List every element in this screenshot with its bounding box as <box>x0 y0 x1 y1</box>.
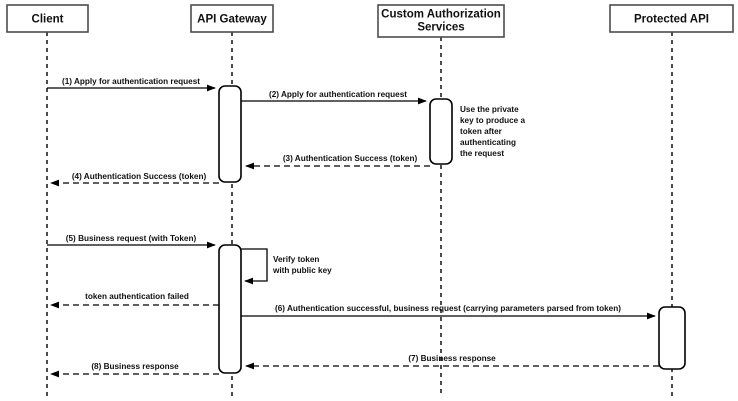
message-1[interactable]: (1) Apply for authentication request <box>47 77 216 92</box>
activation-protected-api[interactable] <box>658 306 686 370</box>
message-7[interactable]: (7) Business response <box>245 354 659 370</box>
message-token-auth-failed-label: token authentication failed <box>85 292 189 301</box>
message-8-label: (8) Business response <box>91 362 179 371</box>
message-3[interactable]: (3) Authentication Success (token) <box>245 154 430 170</box>
message-2-label: (2) Apply for authentication request <box>269 90 407 99</box>
message-self-verify-token[interactable]: Verify token with public key <box>241 248 332 285</box>
message-6[interactable]: (6) Authentication successful, business … <box>241 304 656 320</box>
note-private-key-line-5: the request <box>460 149 504 158</box>
actor-label-protected-api: Protected API <box>634 14 709 26</box>
activation-api-gateway-auth[interactable] <box>218 85 242 183</box>
message-8[interactable]: (8) Business response <box>50 362 219 378</box>
actor-box-api-gateway <box>190 4 274 33</box>
actor-box-protected-api <box>609 4 734 33</box>
actor-header-api-gateway[interactable]: API Gateway <box>190 4 274 33</box>
note-private-key: Use the private key to produce a token a… <box>460 105 526 158</box>
note-private-key-line-2: key to produce a <box>460 116 526 125</box>
actor-header-custom-auth[interactable]: Custom Authorization Services <box>377 4 505 38</box>
message-6-label: (6) Authentication successful, business … <box>275 304 621 313</box>
actor-label-custom-auth-line2: Services <box>417 22 464 34</box>
actor-box-custom-auth <box>377 4 505 38</box>
message-2[interactable]: (2) Apply for authentication request <box>241 90 427 105</box>
message-self-verify-token-arrow <box>241 248 268 285</box>
message-5-label: (5) Business request (with Token) <box>66 234 197 243</box>
message-7-label: (7) Business response <box>408 354 496 363</box>
message-3-label: (3) Authentication Success (token) <box>283 154 418 163</box>
activation-api-gateway-business[interactable] <box>218 244 242 374</box>
actor-header-client[interactable]: Client <box>6 4 89 33</box>
lifelines <box>46 32 673 396</box>
message-self-verify-token-label-line2: with public key <box>272 266 332 275</box>
message-self-verify-token-label-line1: Verify token <box>273 255 319 264</box>
actor-header-protected-api[interactable]: Protected API <box>609 4 734 33</box>
activation-custom-auth[interactable] <box>429 98 453 165</box>
message-4[interactable]: (4) Authentication Success (token) <box>50 172 219 187</box>
actor-label-client: Client <box>32 14 64 26</box>
note-private-key-line-3: token after <box>460 127 503 136</box>
actor-box-client <box>6 4 89 33</box>
message-4-label: (4) Authentication Success (token) <box>72 172 207 181</box>
actor-label-api-gateway: API Gateway <box>197 14 267 26</box>
message-5[interactable]: (5) Business request (with Token) <box>47 234 216 249</box>
message-1-label: (1) Apply for authentication request <box>62 77 200 86</box>
activation-bars <box>218 85 686 374</box>
note-private-key-line-1: Use the private <box>460 105 519 114</box>
actor-label-custom-auth-line1: Custom Authorization <box>381 9 501 21</box>
note-private-key-line-4: authenticating <box>460 138 516 147</box>
message-token-auth-failed[interactable]: token authentication failed <box>50 292 219 309</box>
